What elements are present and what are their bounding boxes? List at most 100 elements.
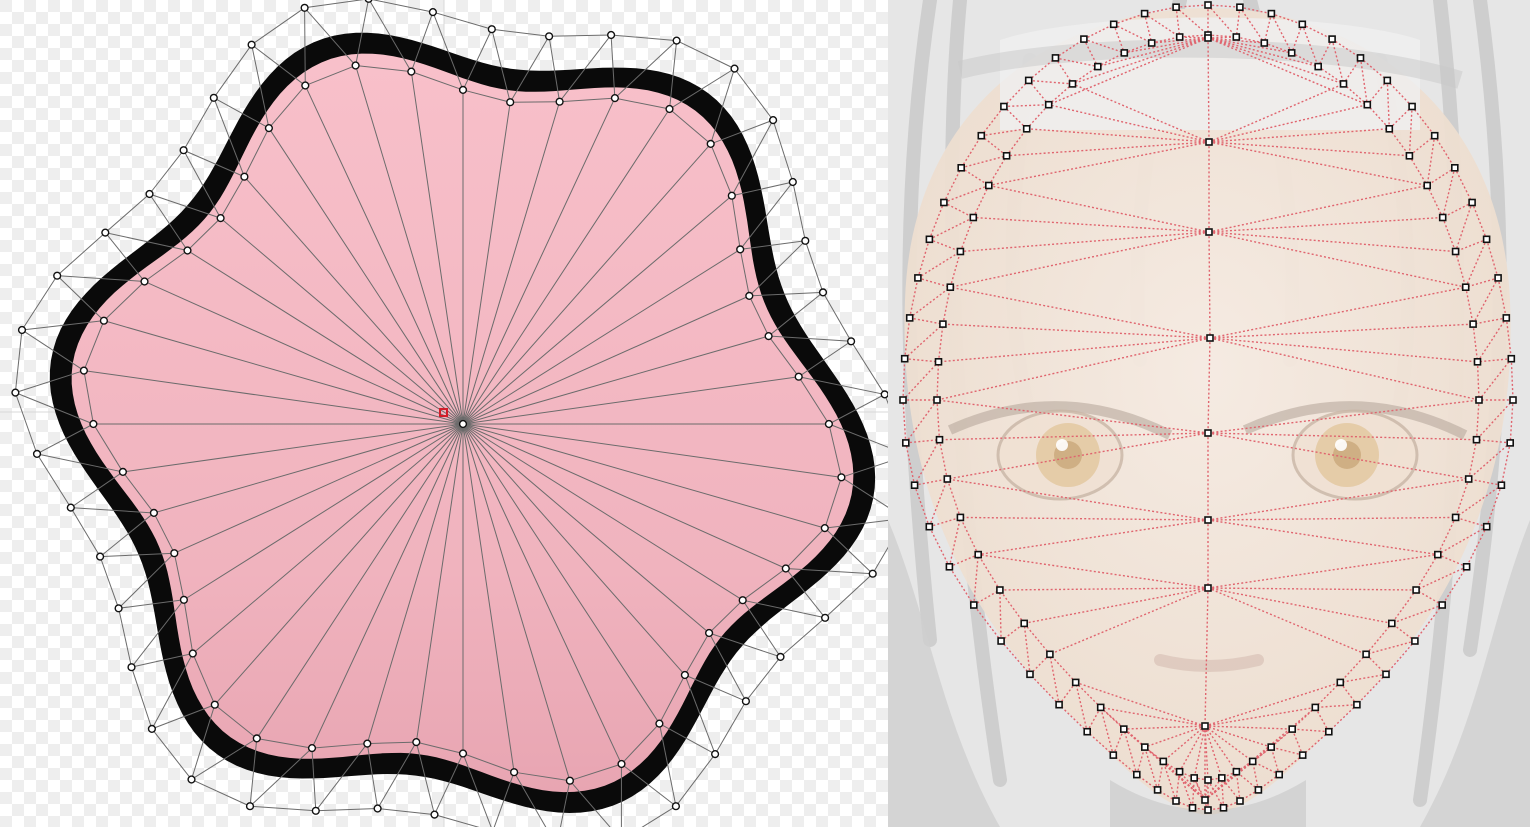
mesh-vertex-handle[interactable] (127, 663, 136, 672)
mesh-vertex-handle[interactable] (145, 189, 154, 199)
face-mesh-vertex[interactable] (940, 198, 948, 207)
face-mesh-vertex[interactable] (1325, 727, 1333, 736)
face-mesh-vertex[interactable] (1026, 670, 1034, 679)
face-mesh-vertex[interactable] (1267, 743, 1275, 751)
mesh-vertex-handle[interactable] (458, 85, 468, 95)
face-mesh-vertex[interactable] (974, 550, 983, 559)
face-mesh-vertex[interactable] (1051, 54, 1060, 62)
mesh-vertex-handle[interactable] (187, 775, 196, 784)
face-mesh-vertex[interactable] (1482, 522, 1491, 531)
face-mesh-vertex[interactable] (1120, 725, 1128, 733)
face-mesh-vertex[interactable] (1172, 3, 1180, 11)
face-mesh-vertex[interactable] (1080, 35, 1088, 43)
mesh-vertex-handle[interactable] (781, 564, 790, 573)
mesh-vertex-handle[interactable] (671, 802, 681, 811)
mesh-vertex-handle[interactable] (307, 743, 317, 753)
mesh-vertex-handle[interactable] (544, 32, 554, 41)
face-mesh-vertex[interactable] (1188, 803, 1197, 812)
face-mesh-vertex[interactable] (969, 601, 978, 609)
mesh-vertex-handle[interactable] (818, 288, 828, 297)
face-mesh-vertex[interactable] (1147, 39, 1156, 47)
face-mesh-vertex[interactable] (1472, 435, 1481, 444)
mesh-vertex-handle[interactable] (555, 97, 564, 106)
face-mesh-vertex[interactable] (1236, 3, 1244, 11)
face-spine-vertex[interactable] (1201, 796, 1209, 804)
face-mesh-vertex[interactable] (1172, 797, 1180, 805)
face-mesh-vertex[interactable] (1509, 396, 1517, 404)
face-mesh-vertex[interactable] (1267, 9, 1276, 18)
flower-mesh-editor-view[interactable] (0, 0, 913, 827)
face-mesh-vertex[interactable] (1120, 49, 1129, 57)
mesh-vertex-handle[interactable] (32, 449, 42, 459)
mesh-vertex-handle[interactable] (66, 503, 75, 512)
mesh-vertex-handle[interactable] (801, 236, 810, 245)
face-mesh-vertex[interactable] (1275, 770, 1283, 779)
face-mesh-vertex[interactable] (1298, 20, 1307, 29)
face-mesh-vertex[interactable] (1468, 198, 1476, 207)
face-mesh-vertex[interactable] (910, 481, 919, 490)
mesh-vertex-handle[interactable] (101, 228, 110, 237)
face-mesh-vertex[interactable] (1020, 619, 1029, 628)
mesh-vertex-handle[interactable] (565, 776, 575, 785)
face-mesh-vertex[interactable] (935, 435, 944, 444)
mesh-vertex-handle[interactable] (99, 316, 109, 325)
mesh-vertex-handle[interactable] (837, 473, 846, 482)
face-mesh-vertex[interactable] (1411, 637, 1419, 645)
face-mesh-vertex[interactable] (1204, 776, 1212, 784)
mesh-vertex-handle[interactable] (846, 337, 856, 346)
mesh-vertex-handle[interactable] (428, 8, 438, 17)
mesh-vertex-handle[interactable] (745, 291, 754, 301)
mesh-vertex-handle[interactable] (738, 596, 747, 605)
mesh-vertex-handle[interactable] (140, 277, 149, 286)
mesh-vertex-handle[interactable] (170, 549, 179, 558)
mesh-vertex-handle[interactable] (373, 804, 382, 813)
face-mesh-vertex[interactable] (1046, 650, 1054, 659)
mesh-vertex-handle[interactable] (730, 64, 739, 73)
face-mesh-vertex[interactable] (900, 354, 909, 363)
face-spine-vertex[interactable] (1205, 228, 1213, 236)
face-mesh-vertex[interactable] (1494, 274, 1502, 282)
face-mesh-vertex[interactable] (1311, 703, 1320, 712)
face-spine-vertex[interactable] (1204, 429, 1212, 437)
face-mesh-vertex[interactable] (1190, 774, 1198, 782)
mesh-vertex-handle[interactable] (89, 419, 98, 429)
face-mesh-vertex[interactable] (1159, 757, 1168, 766)
mesh-vertex-handle[interactable] (617, 759, 626, 769)
face-mesh-vertex[interactable] (914, 274, 922, 282)
mesh-vertex-handle[interactable] (300, 3, 309, 12)
face-mesh-vertex[interactable] (1024, 76, 1033, 85)
face-mesh-vertex[interactable] (1385, 125, 1394, 133)
face-spine-vertex[interactable] (1204, 516, 1212, 524)
face-mesh-vertex[interactable] (1314, 62, 1322, 71)
mesh-vertex-handle[interactable] (183, 246, 192, 255)
face-spine-vertex[interactable] (1201, 722, 1209, 730)
face-mesh-vertex[interactable] (1383, 76, 1392, 85)
face-mesh-vertex[interactable] (1461, 283, 1470, 292)
face-mesh-vertex[interactable] (1232, 33, 1241, 41)
face-spine-vertex[interactable] (1204, 34, 1212, 42)
mesh-vertex-handle[interactable] (776, 652, 785, 662)
mesh-vertex-handle[interactable] (252, 734, 261, 743)
face-mesh-vertex[interactable] (1204, 1, 1212, 9)
face-mesh-vertex[interactable] (1405, 152, 1414, 160)
mesh-vertex-handle[interactable] (710, 749, 720, 759)
face-mesh-vertex[interactable] (977, 131, 986, 140)
face-mesh-vertex[interactable] (1482, 235, 1491, 244)
face-mesh-vertex[interactable] (925, 235, 934, 244)
face-mesh-vertex[interactable] (1298, 751, 1307, 759)
face-mesh-vertex[interactable] (1232, 767, 1241, 776)
face-mesh-vertex[interactable] (1451, 164, 1459, 172)
mesh-vertex-handle[interactable] (247, 40, 256, 49)
mesh-vertex-handle[interactable] (506, 98, 515, 107)
face-mesh-vertex[interactable] (1382, 670, 1390, 679)
face-mesh-vertex[interactable] (1055, 700, 1063, 709)
mesh-vertex-handle[interactable] (179, 595, 189, 604)
face-mesh-vertices[interactable] (899, 1, 1517, 814)
face-spine-vertex[interactable] (1204, 584, 1212, 592)
mesh-vertex-handle[interactable] (736, 245, 745, 254)
mesh-vertex-handle[interactable] (412, 737, 421, 747)
mesh-vertex-handle[interactable] (210, 700, 219, 709)
face-mesh-vertex[interactable] (905, 314, 914, 322)
face-mesh-vertex[interactable] (1388, 619, 1396, 628)
